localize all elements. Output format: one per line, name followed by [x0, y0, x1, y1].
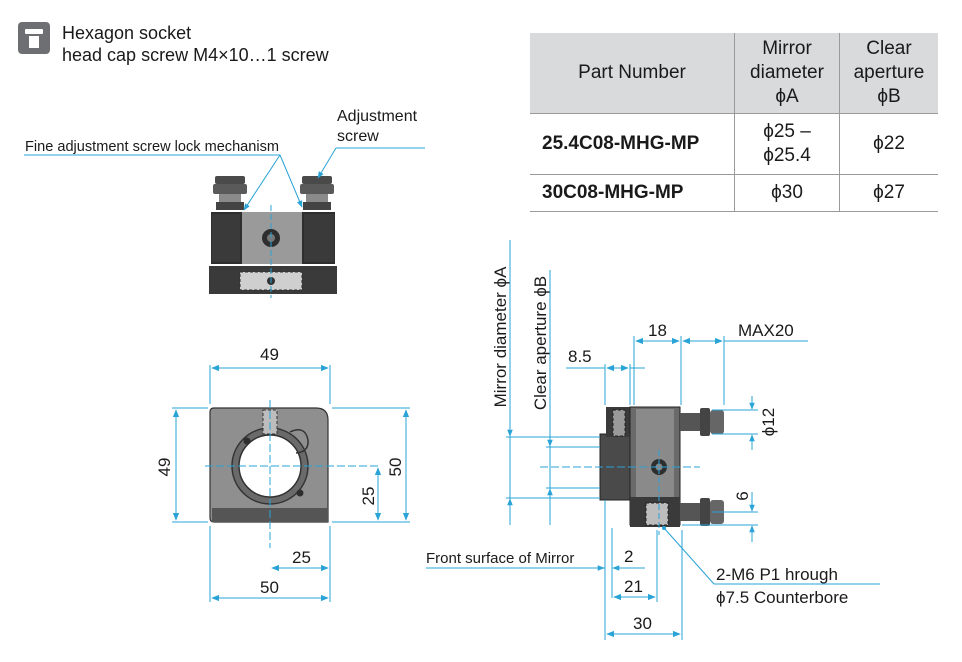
row2-mirror-diameter: ϕ30	[734, 174, 840, 212]
legend-text: Hexagon socket head cap screw M4×10…1 sc…	[62, 22, 329, 66]
row2-clear-aperture: ϕ27	[839, 174, 938, 212]
hex-socket-screw-icon	[18, 22, 50, 54]
header-mirror-line3: ϕA	[775, 86, 799, 107]
header-clear-line1: Clear	[866, 38, 912, 59]
header-part-number: Part Number	[530, 33, 735, 114]
hole-label-line2: ϕ7.5 Counterbore	[716, 588, 848, 607]
screw-legend: Hexagon socket head cap screw M4×10…1 sc…	[18, 22, 329, 66]
row1-part-number: 25.4C08-MHG-MP	[530, 113, 735, 175]
row2-part-number: 30C08-MHG-MP	[530, 174, 735, 212]
spec-table: Part Number Mirror diameter ϕA Clear ape…	[530, 33, 938, 212]
dim-width-bottom: 50	[260, 578, 279, 597]
row1-clear-aperture: ϕ22	[839, 113, 938, 175]
front-surface-label: Front surface of Mirror	[426, 550, 574, 567]
legend-line-2: head cap screw M4×10…1 screw	[62, 45, 329, 65]
dim-half-height: 25	[359, 487, 378, 506]
adjustment-screw-left	[213, 176, 247, 210]
adjust-screw-label-line1: Adjustment	[337, 108, 418, 125]
adjustment-screw-right	[300, 176, 334, 210]
row1-mirror-diameter: ϕ25 – ϕ25.4	[734, 113, 840, 175]
side-screw-upper	[680, 408, 724, 436]
spec-table-header: Part Number Mirror diameter ϕA Clear ape…	[530, 33, 938, 114]
dim-height-left: 49	[155, 458, 174, 477]
dim-2: 2	[624, 547, 633, 566]
header-clear-aperture: Clear aperture ϕB	[839, 33, 938, 114]
top-view: Fine adjustment screw lock mechanism Adj…	[24, 108, 425, 298]
dim-max20: MAX20	[738, 321, 794, 340]
header-mirror-diameter: Mirror diameter ϕA	[734, 33, 840, 114]
dim-phi12: ϕ12	[759, 408, 778, 436]
mirror-plate	[599, 433, 631, 501]
dim-21: 21	[624, 577, 643, 596]
header-mirror-line1: Mirror	[762, 38, 812, 59]
dim-30: 30	[633, 614, 652, 633]
row1-mirror-line2: ϕ25.4	[763, 145, 811, 166]
front-view: 49 49 50 25 25 50	[155, 345, 410, 602]
dim-height-right: 50	[386, 458, 405, 477]
fine-adjust-label: Fine adjustment screw lock mechanism	[25, 138, 279, 155]
dim-8-5: 8.5	[568, 347, 592, 366]
dim-6: 6	[733, 491, 752, 500]
legend-line-1: Hexagon socket	[62, 23, 192, 43]
header-clear-line3: ϕB	[877, 86, 901, 107]
hole-label-line1: 2-M6 P1 hrough	[716, 565, 838, 584]
dim-18: 18	[648, 321, 667, 340]
table-row: 25.4C08-MHG-MP ϕ25 – ϕ25.4 ϕ22	[530, 113, 938, 175]
adjust-screw-label-line2: screw	[337, 128, 379, 145]
dim-half-width: 25	[292, 548, 311, 567]
table-row: 30C08-MHG-MP ϕ30 ϕ27	[530, 174, 938, 212]
clear-aperture-label: Clear aperture ϕB	[531, 276, 550, 410]
side-view: Mirror diameter ϕA Clear aperture ϕB 18 …	[426, 240, 880, 640]
header-clear-line2: aperture	[853, 62, 925, 83]
row1-mirror-line1: ϕ25 –	[763, 121, 811, 142]
mirror-diameter-label: Mirror diameter ϕA	[491, 266, 510, 407]
dim-width-top: 49	[260, 345, 279, 364]
header-mirror-line2: diameter	[750, 62, 824, 83]
